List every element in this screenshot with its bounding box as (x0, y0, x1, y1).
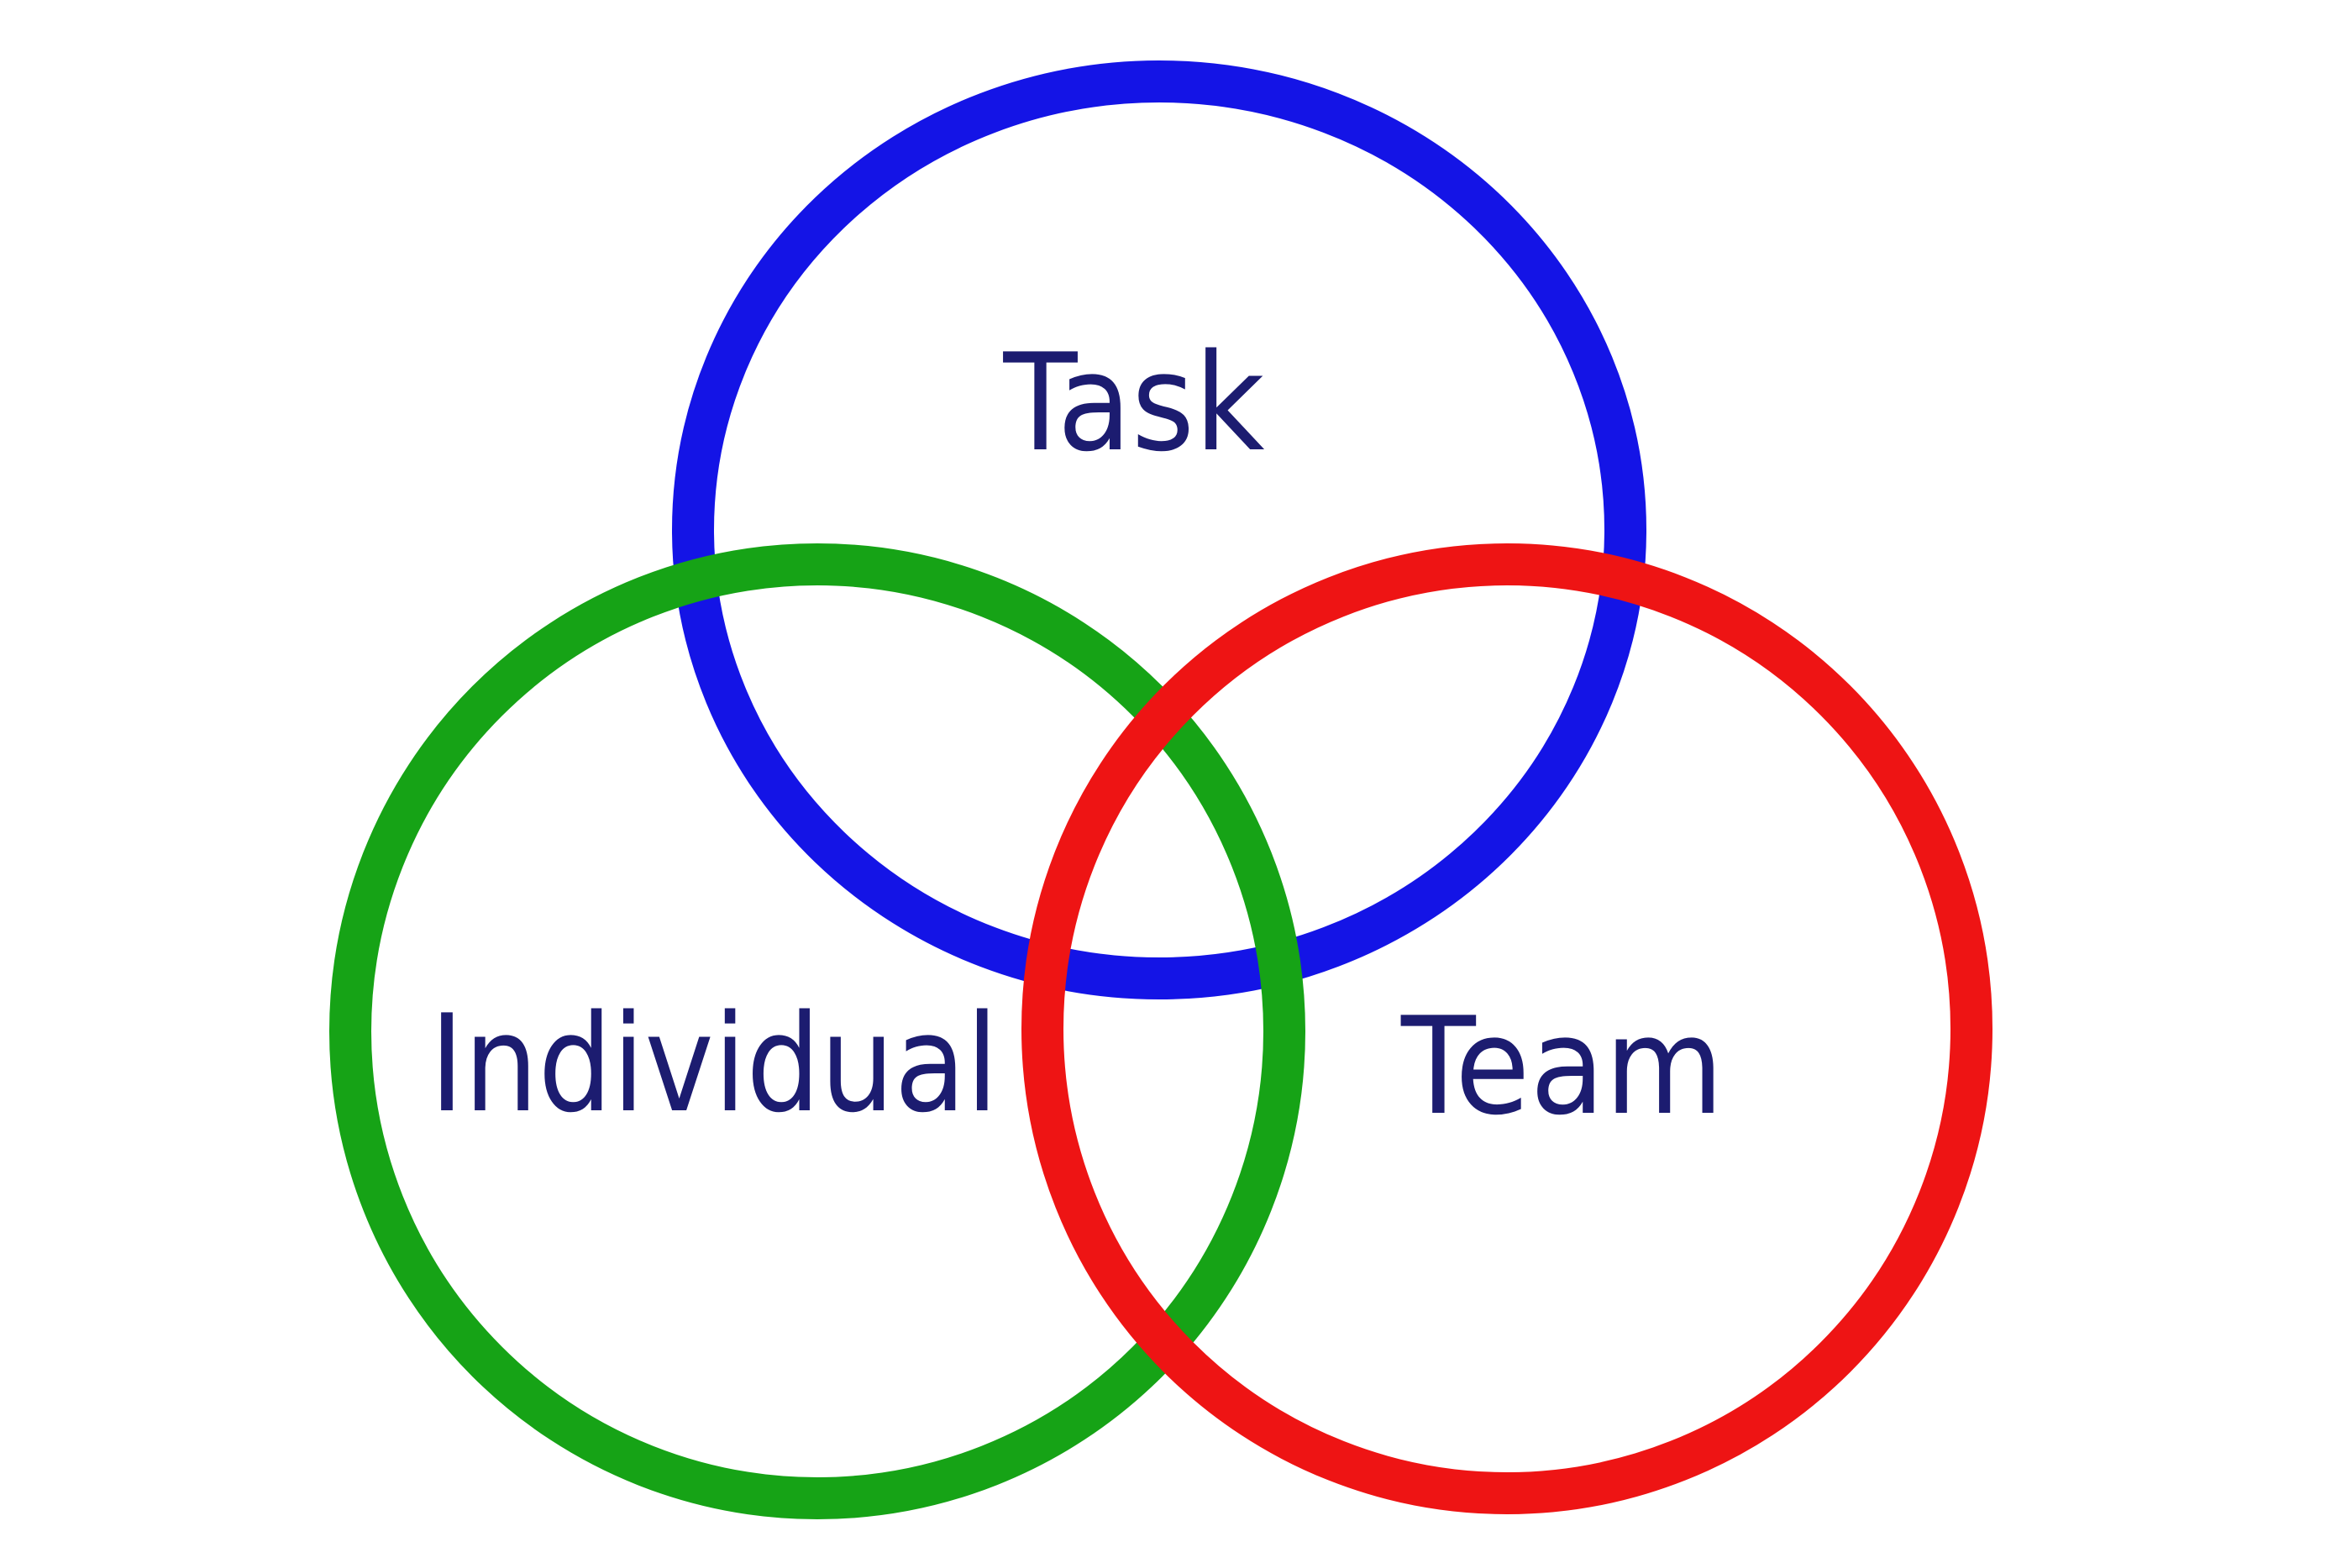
task-label: Task (1003, 324, 1265, 481)
team-circle-icon (1021, 543, 1992, 1514)
individual-label: Individual (430, 985, 999, 1142)
team-label: Team (1400, 988, 1724, 1145)
individual-circle-icon (329, 543, 1305, 1519)
task-circle-icon (672, 60, 1646, 999)
